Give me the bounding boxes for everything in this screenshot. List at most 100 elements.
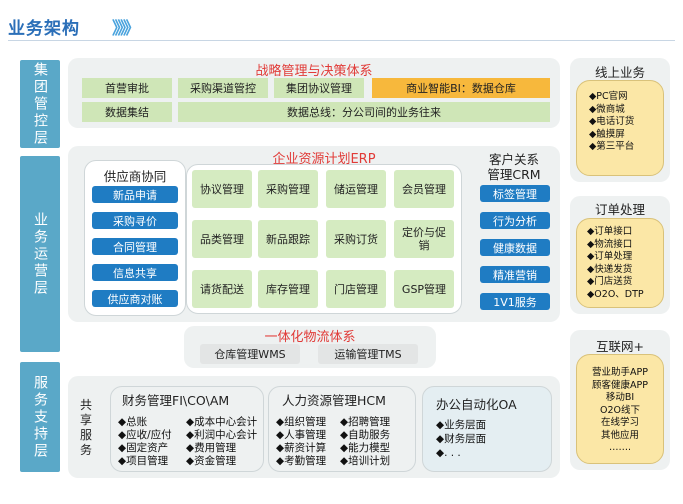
supplier-item: 信息共享 [92, 264, 178, 281]
hr-item: ◆自助服务 [340, 429, 391, 441]
order-processing-title: 订单处理 [594, 202, 645, 217]
finance-item: ◆成本中心会计 [186, 416, 258, 428]
order-item: ◆门店送货 [587, 276, 633, 287]
hr-item: ◆人事管理 [276, 429, 327, 441]
hr-item: ◆招聘管理 [340, 416, 391, 428]
erp-module: 采购管理 [258, 170, 318, 208]
strategy-title: 战略管理与决策体系 [255, 64, 373, 79]
finance-title: 财务管理FI\CO\AM [122, 393, 230, 408]
order-item: ◆物流接口 [587, 238, 633, 250]
finance-item: ◆费用管理 [186, 442, 237, 454]
oa-item: ◆业务层面 [436, 419, 487, 431]
oa-title: 办公自动化OA [436, 397, 517, 412]
strategy-item: 集团协议管理 [274, 78, 364, 98]
online-item: ◆PC官网 [589, 91, 628, 102]
internet-plus-title: 互联网+ [596, 339, 644, 354]
layer-label-group-control: 集团管控层 [20, 60, 60, 148]
title-divider [8, 40, 675, 41]
finance-item: ◆总账 [118, 416, 148, 428]
online-item: ◆第三平台 [589, 141, 635, 152]
finance-panel [110, 386, 264, 472]
finance-col2: ◆成本中心会计 ◆利润中心会计 ◆费用管理 ◆资金管理 [186, 416, 264, 468]
crm-item: 标签管理 [480, 185, 550, 202]
hr-item: ◆组织管理 [276, 416, 327, 428]
internet-item: O2O线下 [600, 404, 640, 416]
layer-label-operation: 业务运营层 [20, 156, 60, 352]
online-item: ◆电话订货 [589, 116, 635, 127]
wms-item: 仓库管理WMS [200, 344, 300, 364]
hr-panel [268, 386, 416, 472]
supplier-title: 供应商协同 [103, 169, 167, 184]
chevron-right-icon: 》》》 [112, 19, 140, 39]
erp-module: 门店管理 [326, 270, 386, 308]
finance-item: ◆资金管理 [186, 455, 237, 467]
online-business-list: ◆PC官网 ◆微商城 ◆电话订货 ◆触摸屏 ◆第三平台 [576, 80, 664, 176]
order-processing-list: ◆订单接口 ◆物流接口 ◆订单处理 ◆快递发货 ◆门店送货 ◆O2O、DTP [576, 218, 664, 308]
shared-char: 服 [80, 428, 93, 442]
layer-label-support: 服务支持层 [20, 362, 60, 472]
shared-char: 享 [80, 413, 93, 427]
order-item: ◆O2O、DTP [587, 288, 644, 300]
finance-item: ◆项目管理 [118, 455, 169, 467]
crm-item: 行为分析 [480, 212, 550, 229]
internet-plus-list: 营业助手APP 顾客健康APP 移动BI O2O线下 在线学习 其他应用 ……. [576, 354, 664, 464]
supplier-item: 新品申请 [92, 186, 178, 203]
supplier-item: 合同管理 [92, 238, 178, 255]
finance-col1: ◆总账 ◆应收/应付 ◆固定资产 ◆项目管理 [118, 416, 190, 468]
erp-module: 请货配送 [192, 270, 252, 308]
hr-title: 人力资源管理HCM [282, 393, 386, 408]
erp-module: 储运管理 [326, 170, 386, 208]
internet-item: 在线学习 [600, 417, 639, 428]
online-item: ◆微商城 [589, 103, 625, 115]
internet-item: 移动BI [605, 392, 635, 403]
erp-module: 库存管理 [258, 270, 318, 308]
crm-item: 健康数据 [480, 239, 550, 256]
order-item: ◆快递发货 [587, 263, 633, 275]
finance-item: ◆应收/应付 [118, 429, 172, 441]
erp-module: GSP管理 [394, 270, 454, 308]
crm-title-line1: 客户关系 [488, 152, 539, 167]
erp-module: 新品跟踪 [258, 220, 318, 258]
erp-module: 采购订货 [326, 220, 386, 258]
internet-item: ……. [608, 442, 632, 453]
strategy-item: 采购渠道管控 [178, 78, 268, 98]
erp-module: 会员管理 [394, 170, 454, 208]
data-aggregation: 数据集结 [82, 102, 172, 122]
oa-item: ◆财务层面 [436, 433, 487, 445]
crm-item: 1V1服务 [480, 293, 550, 310]
shared-char: 共 [80, 398, 93, 412]
erp-module: 协议管理 [192, 170, 252, 208]
erp-module: 定价与促销 [394, 220, 454, 258]
strategy-item: 首营审批 [82, 78, 172, 98]
hr-col2: ◆招聘管理 ◆自助服务 ◆能力模型 ◆培训计划 [340, 416, 412, 468]
hr-item: ◆考勤管理 [276, 455, 327, 467]
oa-panel [422, 386, 552, 472]
supplier-item: 供应商对账 [92, 290, 178, 307]
oa-item: ◆. . . [436, 447, 461, 459]
finance-item: ◆利润中心会计 [186, 429, 258, 441]
order-item: ◆订单接口 [587, 226, 633, 237]
oa-items: ◆业务层面 ◆财务层面 ◆. . . [436, 418, 546, 460]
supplier-item: 采购寻价 [92, 212, 178, 229]
data-bus: 数据总线：分公司间的业务往来 [178, 102, 550, 122]
internet-item: 营业助手APP [592, 367, 648, 378]
bi-data-warehouse: 商业智能BI：数据仓库 [372, 78, 550, 98]
shared-services-label: 共 享 服 务 [80, 398, 94, 458]
hr-col1: ◆组织管理 ◆人事管理 ◆薪资计算 ◆考勤管理 [276, 416, 346, 468]
erp-module: 品类管理 [192, 220, 252, 258]
crm-title: 客户关系 管理CRM [474, 152, 554, 182]
finance-item: ◆固定资产 [118, 442, 169, 454]
hr-item: ◆培训计划 [340, 455, 391, 467]
crm-item: 精准营销 [480, 266, 550, 283]
internet-item: 其他应用 [600, 429, 639, 441]
logistics-title: 一体化物流体系 [264, 330, 356, 345]
page-title: 业务架构 [8, 19, 80, 39]
hr-item: ◆能力模型 [340, 442, 391, 454]
crm-title-line2: 管理CRM [487, 167, 541, 182]
hr-item: ◆薪资计算 [276, 442, 327, 454]
tms-item: 运输管理TMS [318, 344, 418, 364]
erp-title: 企业资源计划ERP [272, 152, 376, 167]
internet-item: 顾客健康APP [592, 379, 648, 391]
order-item: ◆订单处理 [587, 251, 633, 262]
shared-char: 务 [80, 443, 93, 457]
